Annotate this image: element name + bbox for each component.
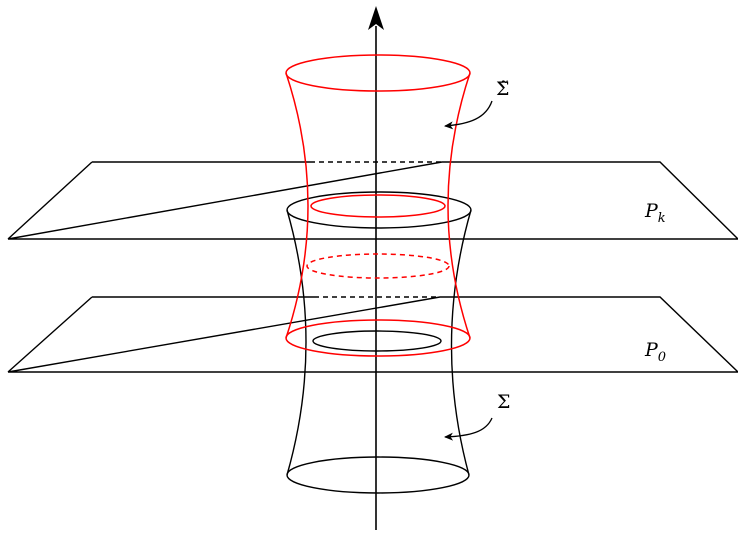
sigma-tilde-pointer-arrow-icon [444,100,493,130]
sigma-tilde-inner-ellipse [310,194,446,218]
label-p-k: Pk [644,200,666,226]
sigma-pointer-arrow-icon [444,417,493,441]
sigma-tilde-top-ellipse [285,54,471,92]
sigma-tilde-left-profile [285,72,309,339]
surface-sigma [286,191,472,494]
label-sigma-tilde: Σ̃ [496,78,509,100]
surface-sigma-tilde [285,54,471,357]
label-p-0-base: P [644,339,659,361]
label-p-0: P0 [644,339,666,365]
sigma-left-profile [286,209,307,476]
label-sigma: Σ [497,391,510,413]
label-p-0-sub: 0 [658,350,666,365]
sigma-right-profile [450,209,472,476]
sigma-mid-ellipse [312,330,442,352]
plane-p-k [7,161,738,240]
axis-arrow-head-icon [368,6,384,30]
sigma-bottom-ellipse [286,456,470,494]
label-p-k-base: P [644,200,659,222]
plane-p-0 [7,296,738,373]
label-p-k-sub: k [658,211,666,226]
sigma-tilde-hidden-ellipse [306,253,450,279]
sigma-tilde-right-profile [447,72,471,339]
